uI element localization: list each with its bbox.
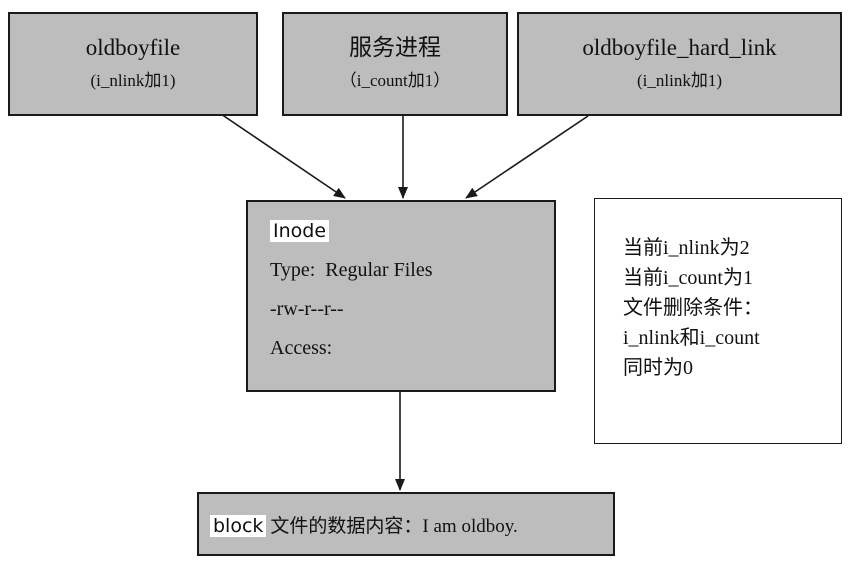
source-sub: (i_nlink加1) — [90, 71, 176, 90]
arrow-hardlink-to-inode — [465, 115, 589, 199]
source-box-service-process: 服务进程 （i_count加1） — [282, 12, 508, 116]
block-box: block 文件的数据内容：I am oldboy. — [197, 492, 615, 556]
source-name: oldboyfile — [85, 35, 181, 60]
source-name: 服务进程 — [349, 35, 441, 60]
note-line-fields: i_nlink和i_count — [623, 327, 760, 349]
source-sub: (i_nlink加1) — [637, 71, 722, 90]
inode-type-value: Regular Files — [325, 259, 433, 281]
arrow-file-to-inode — [217, 111, 346, 199]
inode-access: Access: — [270, 337, 333, 359]
note-line-count: 当前i_count为1 — [623, 267, 753, 289]
note-line-nlink: 当前i_nlink为2 — [623, 237, 750, 259]
inode-box: Inode Type: Regular Files -rw-r--r-- Acc… — [246, 200, 556, 392]
inode-title-line: Inode — [270, 218, 554, 244]
note-box: 当前i_nlink为2 当前i_count为1 文件删除条件： i_nlink和… — [594, 198, 842, 444]
inode-type-label: Type: — [270, 259, 316, 281]
note-line-zero: 同时为0 — [623, 357, 693, 379]
block-label: block — [210, 515, 267, 537]
source-box-hard-link: oldboyfile_hard_link (i_nlink加1) — [517, 12, 842, 116]
source-name: oldboyfile_hard_link — [582, 35, 777, 60]
source-box-oldboyfile: oldboyfile (i_nlink加1) — [8, 12, 258, 116]
note-line-condition: 文件删除条件： — [623, 297, 763, 319]
source-sub: （i_count加1） — [339, 71, 451, 90]
block-content: 文件的数据内容：I am oldboy. — [270, 516, 518, 537]
inode-title: Inode — [270, 220, 330, 242]
inode-permissions: -rw-r--r-- — [270, 298, 344, 320]
inode-type-line: Type: Regular Files — [270, 257, 554, 283]
